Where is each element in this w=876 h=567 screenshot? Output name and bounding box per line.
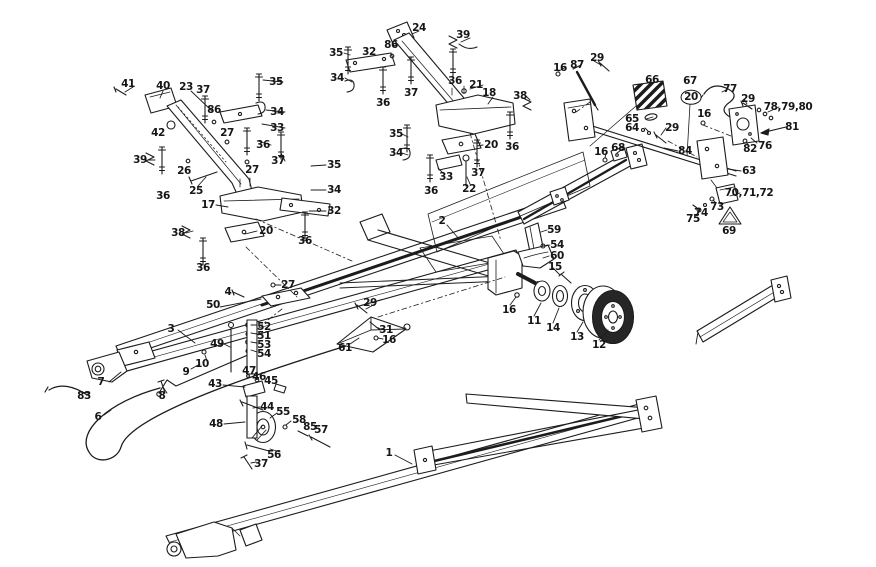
- diagram-drawing: [44, 21, 792, 559]
